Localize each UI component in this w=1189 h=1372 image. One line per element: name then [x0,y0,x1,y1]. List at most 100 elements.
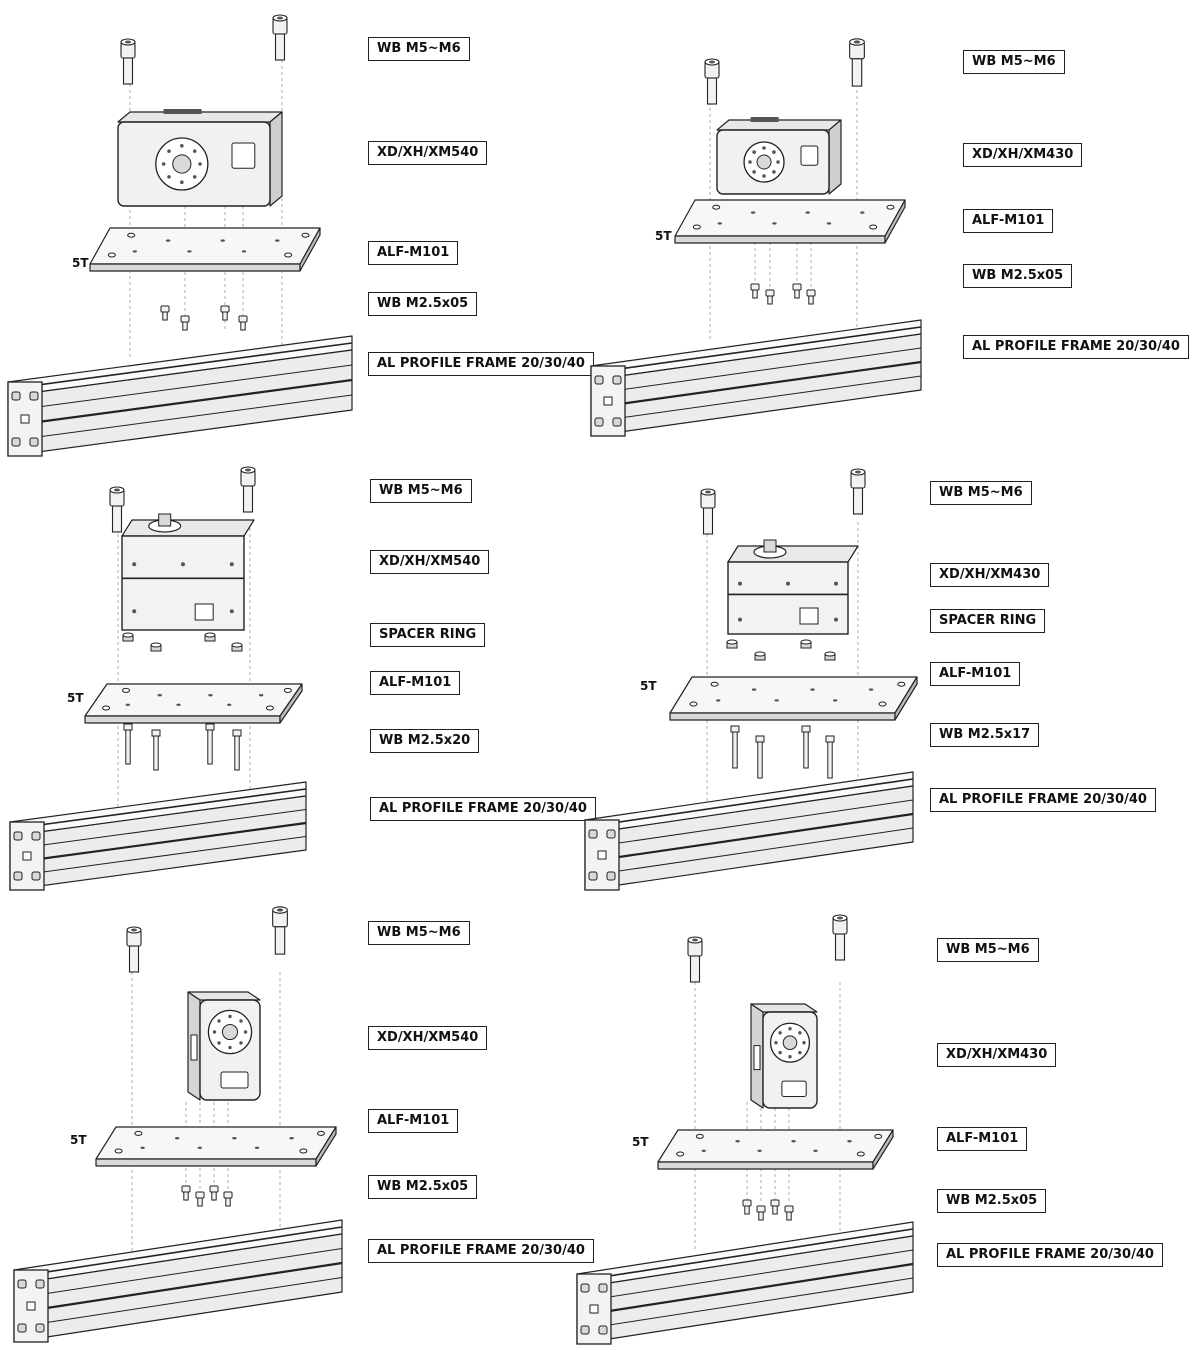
profile-slot [11,391,21,401]
profile-slot [11,437,21,447]
actuator-screw [738,617,742,622]
thickness-label: 5T [67,691,84,705]
long-bolt-head [205,723,215,731]
actuator-horn-hole [788,1055,792,1059]
small-bolt-shank [767,295,773,305]
profile-slot [606,829,616,839]
bracket-side-face [872,1129,894,1170]
actuator-horn-hole [167,149,171,153]
profile-groove [590,347,922,395]
profile-slot [13,871,23,881]
actuator-horn-hole [798,1031,802,1035]
actuator-horn-hole [776,160,780,164]
actuator-horn-hub [763,539,777,553]
actuator-horn-hole [772,170,776,174]
bracket-side-face [279,683,303,724]
bolt-shank [122,57,134,85]
bracket-hole [805,211,810,214]
bracket-hole [772,222,777,225]
label-bolt-m2-5: WB M2.5x05 [368,292,478,316]
label-bolt-m5-m6: WB M5~M6 [370,479,472,503]
panel-2-drawing [590,38,922,437]
bolt-hex-socket [853,40,861,44]
bracket-corner-hole [134,1130,143,1136]
bolt-hex-socket [692,938,698,942]
long-bolt-head [801,725,811,733]
small-bolt-head [770,1199,780,1207]
profile-slot [35,1323,45,1333]
bracket-front-face [669,712,896,721]
bracket-hole [175,1137,180,1140]
bracket-hole [232,1137,237,1140]
label-profile-frame: AL PROFILE FRAME 20/30/40 [368,1239,594,1263]
bolt-hex-socket [709,60,715,64]
bolt-shank [242,485,254,513]
profile-slot [594,417,604,427]
actuator-horn-hole [772,150,776,154]
long-bolt-shank [234,735,240,771]
bracket-corner-hole [114,1148,123,1154]
bracket-corner-hole [874,1133,883,1139]
spacer-ring-top [726,639,738,645]
bracket-hole [847,1140,852,1143]
bracket-corner-hole [284,252,293,258]
panel-6-drawing [576,914,914,1345]
small-bolt-shank [182,321,188,331]
bolt-hex-socket [125,40,131,44]
actuator-top [716,119,842,131]
bracket-front-face [674,235,886,244]
profile-slot [17,1323,27,1333]
bracket-top-face [657,1129,894,1163]
bracket-corner-hole [692,224,701,230]
small-bolt-head [220,305,230,313]
actuator-horn-hole [161,162,166,166]
actuator-screw [229,609,234,614]
profile-groove [13,1277,343,1328]
small-bolt-head [750,283,760,291]
label-profile-frame: AL PROFILE FRAME 20/30/40 [963,335,1189,359]
spacer-ring-top [150,642,162,648]
label-actuator: XD/XH/XM540 [370,550,490,574]
small-bolt-shank [808,295,814,305]
small-bolt-head [792,283,802,291]
actuator-label-window [231,142,256,169]
bolt-hex-socket [855,470,861,474]
bracket-hole [735,1140,740,1143]
label-bracket: ALF-M101 [368,1109,459,1133]
label-actuator: XD/XH/XM430 [937,1043,1057,1067]
small-bolt-shank [240,321,246,331]
small-bolt-shank [786,1211,792,1221]
spacer-ring-top [204,632,216,638]
actuator-horn-hub [172,154,192,174]
profile-slot [606,871,616,881]
label-bolt-m2-5: WB M2.5x05 [963,264,1073,288]
bracket-corner-hole [710,681,719,687]
bracket-corner-hole [886,204,895,210]
actuator-horn-hole [212,1030,217,1034]
profile-slot [612,375,622,385]
spacer-ring-top [800,639,812,645]
label-bolt-m5-m6: WB M5~M6 [368,921,470,945]
bolt-hex-socket [705,490,711,494]
panel-3-drawing [9,466,307,891]
bracket-hole [140,1146,145,1149]
label-profile-frame: AL PROFILE FRAME 20/30/40 [368,352,594,376]
bracket-hole [187,250,192,253]
bracket-hole [826,222,832,225]
small-bolt-head [742,1199,752,1207]
bracket-hole [810,688,815,691]
actuator-screw [132,609,137,614]
label-spacer-ring: SPACER RING [930,609,1046,633]
long-bolt-shank [803,731,809,769]
actuator-body [121,535,245,631]
actuator-horn-hole [798,1050,802,1055]
bracket-hole [289,1137,294,1140]
bracket-hole [165,239,171,242]
panel-xm430-upright-spacer: 5T WB M5~M6 XD/XH/XM430 SPACER RING ALF-… [580,462,1167,902]
profile-center-bore [20,414,30,424]
profile-groove [9,836,307,877]
bolt-shank [128,945,140,973]
profile-slot [580,1283,590,1293]
label-bolt-m5-m6: WB M5~M6 [963,50,1065,74]
bracket-hole [254,1146,260,1149]
